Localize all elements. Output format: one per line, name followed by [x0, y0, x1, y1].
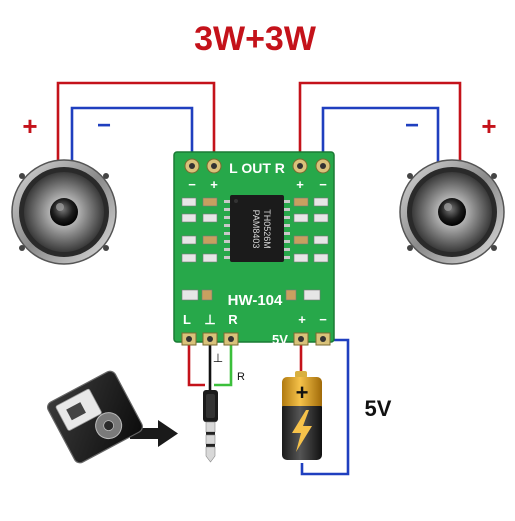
power-wires [299, 338, 350, 476]
audio-jack-plug-icon [203, 390, 218, 463]
right-red-wire [298, 81, 462, 178]
chip-line-1: PAM8403 [251, 210, 261, 249]
lightning-bolt-icon [292, 410, 312, 452]
chip-line-2: TH0526M [262, 209, 272, 249]
board-out-plus-left: + [210, 177, 218, 192]
board-out-minus-left: − [188, 177, 196, 192]
board-in-right-label: R [228, 312, 238, 327]
power-voltage-label: 5V [365, 396, 392, 421]
left-speaker-minus: − [97, 112, 111, 139]
board-out-label: L OUT R [229, 160, 285, 176]
smd-components-right [293, 197, 329, 263]
left-speaker-icon [11, 159, 117, 265]
battery-plus: + [296, 380, 309, 405]
amplifier-board: L OUT R − + + − [173, 151, 335, 347]
audio-right-green-wire [214, 340, 233, 387]
right-blue-wire [321, 106, 440, 180]
board-power-minus: − [319, 312, 327, 327]
audio-input-wires [187, 340, 233, 392]
diagram-title: 3W+3W [194, 20, 317, 58]
right-speaker-wires [298, 81, 462, 180]
right-speaker-icon [399, 159, 505, 265]
board-power-label: 5V [272, 332, 288, 347]
power-blue-wire [300, 338, 350, 476]
left-speaker-wires [56, 81, 216, 180]
right-speaker-plus: + [481, 111, 496, 141]
board-power-plus: + [298, 312, 306, 327]
board-in-ground-label: ⊥ [204, 312, 215, 327]
power-pads [293, 332, 331, 346]
board-model-label: HW-104 [228, 292, 283, 309]
smd-components-bottom [181, 289, 321, 301]
board-in-left-label: L [183, 312, 191, 327]
left-red-wire [56, 81, 216, 178]
audio-right-label: R [237, 371, 245, 383]
left-blue-wire [70, 106, 194, 180]
board-out-minus-right: − [319, 177, 327, 192]
audio-left-red-wire [187, 340, 205, 387]
right-speaker-minus: − [405, 112, 419, 139]
smd-components-left [181, 197, 218, 263]
left-speaker-plus: + [22, 111, 37, 141]
media-player-icon [47, 370, 143, 464]
output-pads [184, 158, 331, 174]
arrow-right-icon [130, 420, 178, 447]
input-pads [181, 332, 239, 346]
battery-icon: + [282, 371, 322, 460]
board-out-plus-right: + [296, 177, 304, 192]
audio-ground-symbol: ⊥ [213, 351, 223, 365]
amplifier-chip: PAM8403 TH0526M [224, 195, 290, 262]
